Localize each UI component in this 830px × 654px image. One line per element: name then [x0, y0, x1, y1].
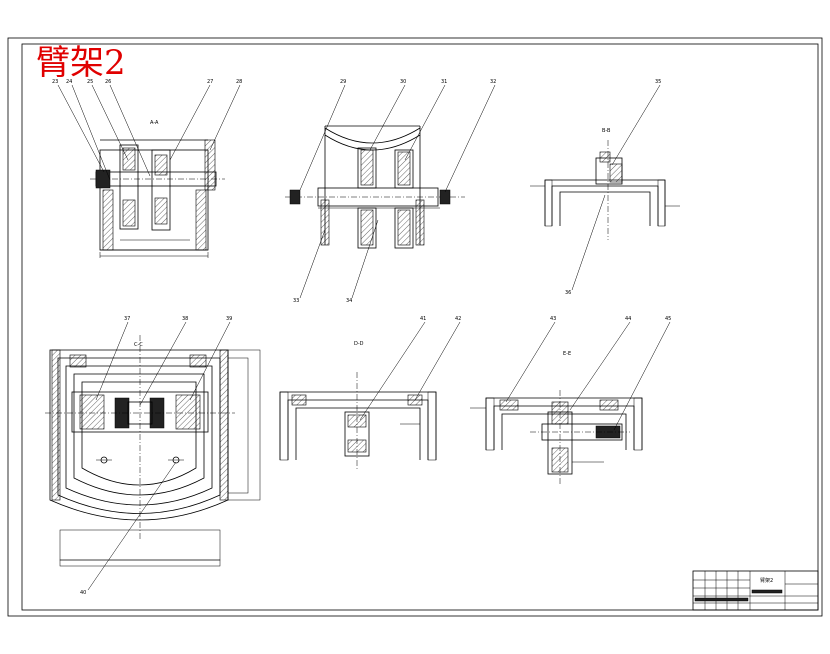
callout-24: 24	[66, 79, 72, 85]
view-5-bracket: D-D 41 42	[279, 316, 461, 470]
view-2-roller-assembly: 29 30 31 32 33 34	[285, 79, 496, 304]
inner-border	[21, 43, 819, 611]
outer-border	[7, 37, 823, 617]
view-label-5: D-D	[354, 341, 364, 347]
view-3-bracket: B-B 35 36	[530, 79, 680, 296]
callout-45: 45	[665, 316, 671, 322]
callout-31: 31	[441, 79, 447, 85]
callout-26: 26	[105, 79, 111, 85]
view-4-boom-section: C-C 37 38 39 40	[45, 316, 261, 596]
callout-28: 28	[236, 79, 242, 85]
callout-23: 23	[52, 79, 58, 85]
view-label-3: B-B	[602, 128, 611, 134]
callout-32: 32	[490, 79, 496, 85]
callout-38: 38	[182, 316, 188, 322]
callout-41: 41	[420, 316, 426, 322]
title-block-name: 臂架2	[760, 577, 773, 584]
drawing-title: 臂架2	[36, 43, 126, 83]
callout-30: 30	[400, 79, 406, 85]
callout-39: 39	[226, 316, 232, 322]
callout-40: 40	[80, 590, 86, 596]
title-block: 臂架2	[692, 570, 819, 611]
view-label-4: C-C	[134, 342, 143, 348]
callout-42: 42	[455, 316, 461, 322]
view-6-drive-unit: E-E 43 44 45	[470, 316, 671, 485]
callout-36: 36	[565, 290, 571, 296]
callout-25: 25	[87, 79, 93, 85]
view-label-6: E-E	[563, 351, 571, 357]
callout-34: 34	[346, 298, 352, 304]
callout-27: 27	[207, 79, 213, 85]
callout-44: 44	[625, 316, 631, 322]
view-1-shaft-assembly: A-A 23 24 25 26 27 28	[52, 79, 242, 258]
callout-29: 29	[340, 79, 346, 85]
callout-43: 43	[550, 316, 556, 322]
view-label-1: A-A	[150, 120, 159, 126]
callout-35: 35	[655, 79, 661, 85]
callout-37: 37	[124, 316, 130, 322]
callout-33: 33	[293, 298, 299, 304]
